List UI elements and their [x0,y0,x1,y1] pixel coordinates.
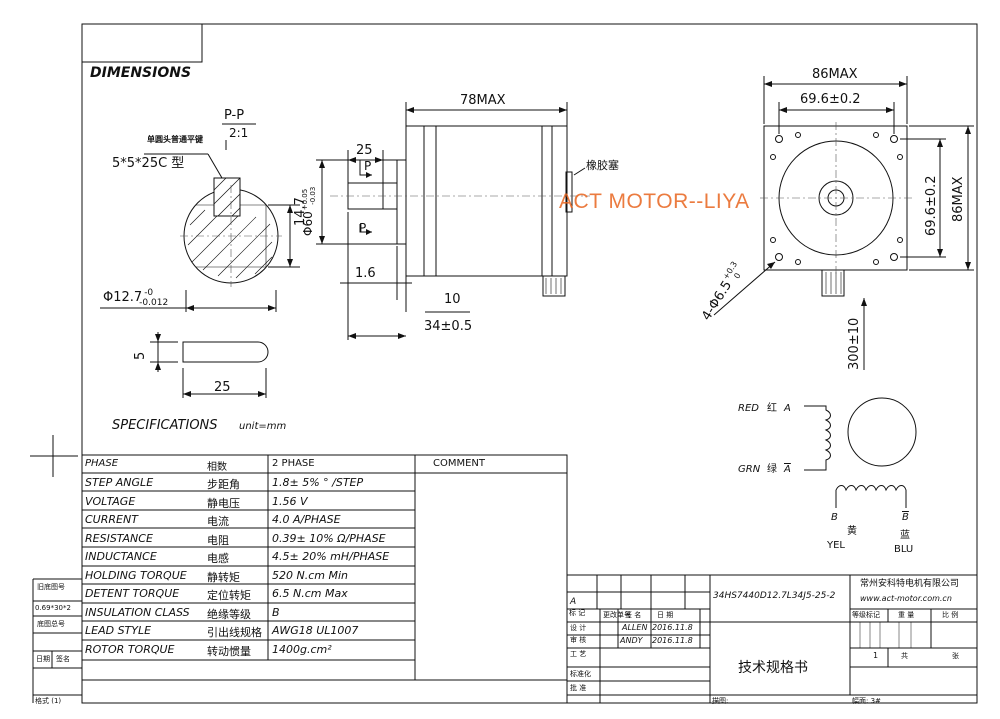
model-number: 34HS7440D12.7L34J5-25-2 [713,591,836,601]
key-thickness-dim: 5 [133,351,148,360]
total-label: 共 [901,652,908,660]
revision-mark: A [570,597,577,607]
grade-label: 等级标记 [852,611,880,619]
change-no-label: 更改单号 [603,611,631,619]
section-mark-top: P [364,159,372,173]
hole-pitch-dim: 69.6±0.2 [800,92,861,107]
phase-a-label: A [784,403,791,414]
approve-label: 批 准 [570,684,587,692]
standard-label: 标准化 [570,670,591,678]
date-side-label: 日期 [36,655,50,663]
phase-bbar-label: B [902,512,909,523]
section-mark-bottom: P [359,221,367,235]
section-scale: 2:1 [229,126,249,140]
checker-name: ANDY [620,636,643,645]
date-label: 日 期 [657,611,674,619]
base-drawing-no-label: 底图总号 [37,620,65,628]
company-website: www.act-motor.com.cn [860,594,952,603]
pilot-dia-dim: Φ60+0.05-0.03 [301,186,317,236]
sheet-word-label: 张 [952,652,959,660]
unit-label: unit=mm [239,421,287,432]
red-cn-label: 红 [767,403,777,414]
design-date: 2016.11.8 [652,623,693,632]
phase-abar-label: A [784,464,791,475]
old-drawing-no-label: 旧底图号 [37,583,65,591]
sign-side-label: 签名 [56,655,70,663]
shaft-dia-dim: Φ12.7-0-0.012 [103,288,169,308]
shaft-length-dim: 34±0.5 [424,319,473,334]
pilot-height-dim: 1.6 [355,266,376,281]
phase-b-label: B [831,512,838,523]
sheet-number: 1 [873,651,879,660]
rubber-plug-label: 橡胶塞 [586,159,619,172]
weight-label: 重 量 [898,611,915,619]
hole-pitch-vertical-dim: 69.6±0.2 [924,175,939,236]
document-title: 技术规格书 [738,660,808,676]
blu-label: BLU [894,544,914,555]
ratio-label: 比 例 [942,611,959,619]
section-title: P-P [224,108,245,123]
company-name: 常州安科特电机有限公司 [860,579,960,589]
height-dim: 86MAX [951,176,966,222]
watermark: ACT MOTOR--LIYA [559,190,750,213]
pilot-offset-dim: 10 [444,292,461,307]
flat-length-dim: 25 [356,143,373,158]
process-label: 工 艺 [570,650,587,658]
size-label: 0.69*30*2 [35,604,71,612]
grn-label: GRN [738,464,761,475]
design-label: 设 计 [570,624,587,632]
dimensions-heading: DIMENSIONS [90,65,192,81]
designer-name: ALLEN [622,623,648,632]
mark-label: 标 记 [569,609,586,617]
specifications-heading: SPECIFICATIONS [112,418,218,433]
format-label: 格式 (1) [35,697,62,705]
blu-cn-label: 蓝 [900,530,910,541]
yel-cn-label: 黄 [847,526,857,537]
table-header: PHASE 相数 2 PHASE COMMENT [85,458,486,473]
check-label: 审 核 [570,636,587,644]
sign-label: 签 名 [625,611,642,619]
key-spec-cn: 单圆头普通平键 [147,135,203,144]
drawer-label: 描图: [712,697,729,705]
key-length-dim: 25 [214,380,231,395]
check-date: 2016.11.8 [652,636,693,645]
frame-label: 幅面: 3# [852,697,881,705]
length-dim: 78MAX [460,93,506,108]
lead-length-dim: 300±10 [847,317,862,370]
width-dim: 86MAX [812,67,858,82]
red-label: RED [738,403,759,414]
yel-label: YEL [827,540,845,551]
key-spec: 5*5*25C 型 [112,156,185,171]
grn-cn-label: 绿 [767,464,777,475]
